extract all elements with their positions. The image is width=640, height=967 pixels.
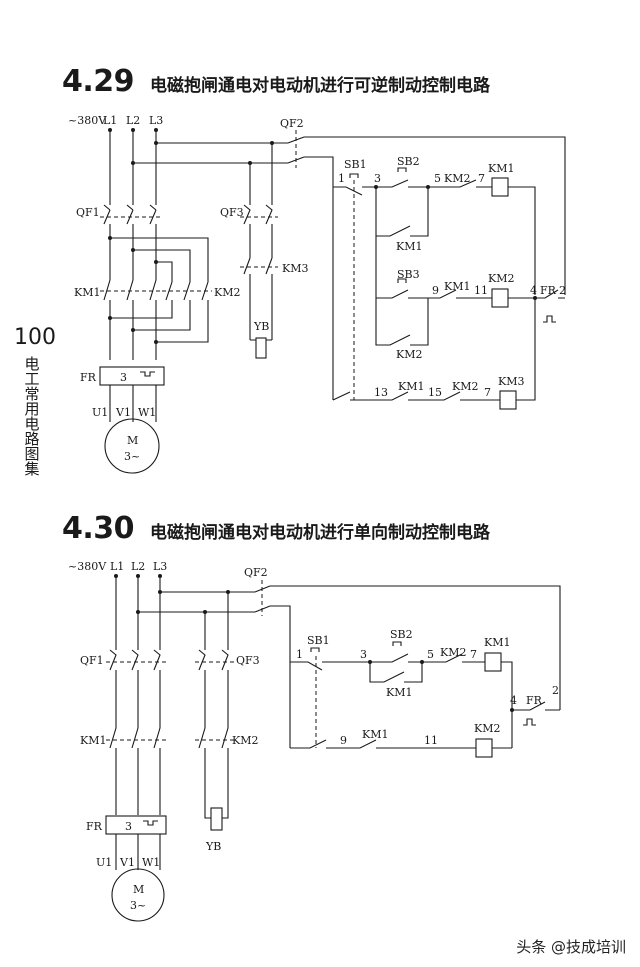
rung3-km1-label: KM1 [398, 380, 424, 393]
qf3-label: QF3 [236, 654, 260, 667]
qf3-label: QF3 [220, 206, 244, 219]
sb2-label: SB2 [397, 155, 420, 168]
qf2-label: QF2 [244, 566, 268, 579]
supply-label: ~380V [68, 114, 107, 127]
figure-4-29-heading: 4.29 电磁抱闸通电对电动机进行可逆制动控制电路 [62, 64, 490, 99]
motor-symbol [111, 868, 165, 922]
rung2-km1-label: KM1 [362, 728, 388, 741]
phase-l1-label: L1 [110, 560, 124, 573]
svg-text:1: 1 [296, 648, 303, 661]
u1-label: U1 [96, 856, 112, 869]
rung2-km1-label: KM1 [444, 280, 470, 293]
km3-main-label: KM3 [282, 262, 308, 275]
figure-number: 4.29 [62, 64, 135, 99]
fr-contact-label: FR [540, 284, 557, 297]
qf1-label: QF1 [80, 654, 104, 667]
sb1-label: SB1 [307, 634, 330, 647]
v1-label: V1 [119, 856, 135, 869]
svg-text:KM2: KM2 [488, 272, 514, 285]
svg-text:3: 3 [125, 820, 132, 833]
km1-coil [491, 177, 509, 197]
figure-title: 电磁抱闸通电对电动机进行可逆制动控制电路 [150, 76, 491, 96]
fr-label: FR [86, 820, 103, 833]
km2-main-label: KM2 [214, 286, 240, 299]
qf1-label: QF1 [76, 206, 100, 219]
svg-text:KM3: KM3 [498, 375, 524, 388]
svg-text:11: 11 [424, 734, 438, 747]
rung1-hold-label: KM1 [396, 240, 422, 253]
svg-text:13: 13 [374, 386, 388, 399]
fr-contact-label: FR [526, 694, 543, 707]
w1-label: W1 [142, 856, 160, 869]
brake-coil [210, 807, 223, 831]
qf2-label: QF2 [280, 117, 304, 130]
svg-text:11: 11 [474, 284, 488, 297]
phase-l3-label: L3 [153, 560, 167, 573]
rung3-km2-label: KM2 [452, 380, 478, 393]
svg-text:5: 5 [434, 172, 441, 185]
svg-text:7: 7 [484, 386, 491, 399]
svg-text:KM1: KM1 [488, 162, 514, 175]
thermal-relay-box [105, 815, 167, 835]
figure-4-30-heading: 4.30 电磁抱闸通电对电动机进行单向制动控制电路 [62, 511, 490, 546]
svg-text:M: M [127, 434, 138, 447]
km2-coil [475, 738, 493, 758]
phase-l2-label: L2 [126, 114, 140, 127]
svg-text:M: M [133, 883, 144, 896]
motor-symbol [104, 418, 160, 474]
km2-main-label: KM2 [232, 734, 258, 747]
sb2-label: SB2 [390, 628, 413, 641]
phase-l2-label: L2 [131, 560, 145, 573]
book-title: 电工常用电路图集 [22, 356, 41, 476]
svg-text:1: 1 [338, 172, 345, 185]
rung2-hold-label: KM2 [396, 348, 422, 361]
fr-label: FR [80, 371, 97, 384]
svg-text:7: 7 [478, 172, 485, 185]
svg-text:3: 3 [120, 371, 127, 384]
v1-label: V1 [115, 406, 131, 419]
svg-text:7: 7 [470, 648, 477, 661]
svg-text:3~: 3~ [130, 899, 146, 912]
sb3-label: SB3 [397, 268, 420, 281]
svg-text:5: 5 [427, 648, 434, 661]
figure-title: 电磁抱闸通电对电动机进行单向制动控制电路 [150, 523, 491, 543]
brake-coil [255, 337, 267, 359]
supply-label: ~380V [68, 560, 107, 573]
rung1-km2-label: KM2 [440, 646, 466, 659]
svg-text:4: 4 [510, 694, 517, 707]
rung1-km2-label: KM2 [444, 172, 470, 185]
km1-main-label: KM1 [80, 734, 106, 747]
km2-coil [491, 288, 509, 308]
w1-label: W1 [138, 406, 156, 419]
svg-text:15: 15 [428, 386, 442, 399]
figure-number: 4.30 [62, 511, 135, 546]
phase-l1-label: L1 [103, 114, 117, 127]
svg-text:3: 3 [360, 648, 367, 661]
phase-l3-label: L3 [149, 114, 163, 127]
svg-text:3: 3 [374, 172, 381, 185]
svg-text:2: 2 [552, 684, 559, 697]
svg-text:2: 2 [559, 284, 566, 297]
km1-coil [484, 652, 502, 672]
watermark: 头条 @技成培训 [516, 938, 626, 956]
circuit-diagram-4-30: ~380V L1 L2 L3 QF1 KM1 FR 3 U1 V1 W1 M 3… [68, 560, 561, 922]
km3-coil [499, 390, 517, 410]
svg-text:4: 4 [530, 284, 537, 297]
svg-text:KM1: KM1 [484, 636, 510, 649]
yb-label: YB [253, 320, 269, 333]
svg-text:9: 9 [340, 734, 347, 747]
terminal-dot [108, 128, 112, 132]
u1-label: U1 [92, 406, 108, 419]
terminal-dot [131, 128, 135, 132]
terminal-dot [154, 128, 158, 132]
svg-text:3~: 3~ [124, 450, 140, 463]
sb1-label: SB1 [344, 158, 367, 171]
yb-label: YB [205, 840, 221, 853]
rung1-hold-label: KM1 [386, 686, 412, 699]
svg-text:KM2: KM2 [474, 722, 500, 735]
svg-text:9: 9 [432, 284, 439, 297]
circuit-diagram-4-29: ~380V L1 L2 L3 QF1 KM1 KM2 FR 3 U1 V1 W1… [68, 114, 566, 474]
km1-main-label: KM1 [74, 286, 100, 299]
thermal-relay-box [99, 366, 165, 386]
